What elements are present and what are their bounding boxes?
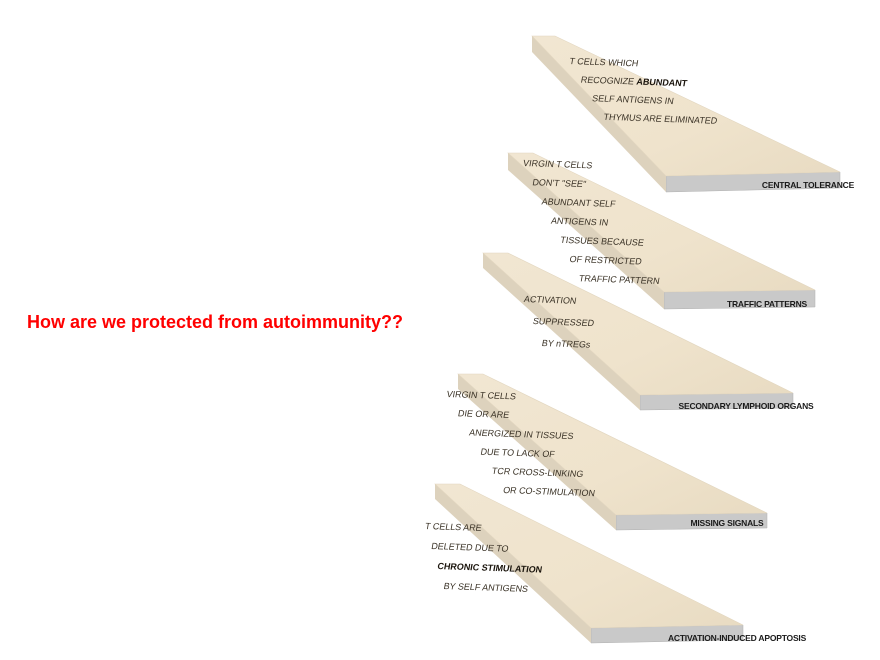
layer-label: SECONDARY LYMPHOID ORGANS	[679, 401, 814, 411]
layer-text-line: BY SELF ANTIGENS	[443, 581, 529, 594]
layer-text-line: OR CO-STIMULATION	[502, 485, 595, 498]
layer-traffic-patterns: TRAFFIC PATTERNS VIRGIN T CELLS DON'T "SEE…	[507, 152, 816, 310]
layer-label: CENTRAL TOLERANCE	[762, 180, 855, 190]
layer-text-line: DELETED DUE TO	[430, 541, 509, 554]
layer-text-line: VIRGIN T CELLS	[446, 389, 517, 401]
layer-side-face	[508, 153, 664, 309]
layer-secondary-lymphoid-organs: SECONDARY LYMPHOID ORGANS ACTIVATION SUPPR…	[482, 252, 814, 411]
layer-central-tolerance: CENTRAL TOLERANCE T CELLS WHICH RECOGNIZE …	[531, 35, 855, 193]
layer-activation-induced-apoptosis: ACTIVATION-INDUCED APOPTOSIS T CELLS ARE D…	[424, 483, 807, 644]
layer-text-line: SELF ANTIGENS IN	[591, 93, 674, 106]
layer-text-line: ANTIGENS IN	[550, 216, 609, 228]
layer-text-line: OF RESTRICTED	[569, 254, 643, 266]
layer-top-face	[507, 152, 816, 293]
layer-label: TRAFFIC PATTERNS	[727, 299, 808, 309]
layer-text-line: TCR CROSS-LINKING	[491, 466, 584, 479]
layer-top-face	[434, 483, 744, 629]
layer-text-line: CHRONIC STIMULATION	[437, 561, 543, 575]
layer-text-line: ABUNDANT SELF	[541, 196, 617, 209]
layer-side-face	[483, 253, 640, 410]
layer-text-line: DIE OR ARE	[457, 408, 510, 420]
layer-top-face	[457, 373, 768, 516]
layer-text-line: THYMUS ARE ELIMINATED	[603, 112, 719, 126]
layer-side-face	[532, 36, 666, 192]
layer-missing-signals: MISSING SIGNALS VIRGIN T CELLS DIE OR ARE A…	[446, 373, 768, 531]
layer-text-line: BY nTREGs	[541, 338, 592, 350]
layer-side-face	[435, 484, 591, 643]
layer-top-face	[482, 252, 794, 396]
layer-text-line: DUE TO LACK OF	[480, 447, 556, 460]
layer-label: MISSING SIGNALS	[690, 518, 764, 528]
layer-top-face	[531, 35, 841, 177]
layer-text-line: T CELLS ARE	[424, 521, 482, 533]
layer-text-line: TRAFFIC PATTERN	[578, 273, 660, 286]
layer-side-face	[458, 374, 616, 530]
layer-text-line: T CELLS WHICH	[569, 56, 640, 68]
layer-label: ACTIVATION-INDUCED APOPTOSIS	[668, 633, 807, 643]
question-heading: How are we protected from autoimmunity??	[27, 312, 404, 332]
layer-text-line: VIRGIN T CELLS	[522, 158, 593, 170]
layer-text-line: ACTIVATION	[523, 294, 577, 306]
layer-text-line: RECOGNIZE ABUNDANT	[580, 75, 688, 89]
layer-text-line: ANERGIZED IN TISSUES	[468, 427, 574, 441]
layer-text-line: DON'T "SEE"	[532, 177, 587, 189]
layer-text-line: TISSUES BECAUSE	[560, 235, 645, 248]
layer-text-line: SUPPRESSED	[532, 316, 595, 328]
